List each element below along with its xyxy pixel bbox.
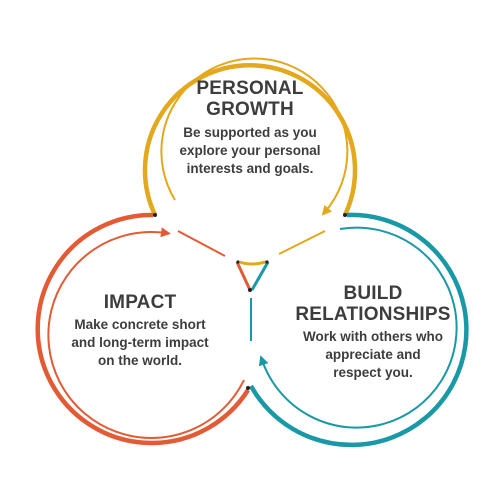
growth-inner-arc (160, 57, 349, 216)
build-title-line2: RELATIONSHIPS (295, 304, 451, 325)
growth-desc-line2: explore your personal (179, 143, 321, 158)
impact-circle (35, 212, 252, 446)
build-title-line1: BUILD (343, 283, 403, 304)
personal-growth-description: Be supported as you explore your persona… (150, 124, 350, 178)
build-relationships-block: BUILD RELATIONSHIPS Work with others who… (268, 283, 478, 382)
personal-growth-title: PERSONAL GROWTH (150, 78, 350, 120)
growth-connector (278, 230, 326, 255)
build-inner-arc (258, 226, 458, 429)
build-center-arc (250, 261, 270, 291)
joint-marks (153, 213, 347, 390)
impact-center-arc (235, 261, 252, 291)
build-relationships-title: BUILD RELATIONSHIPS (268, 283, 478, 325)
growth-title-line1: PERSONAL (196, 78, 304, 99)
impact-description: Make concrete short and long-term impact… (40, 316, 240, 370)
build-desc-line3: respect you. (333, 365, 413, 380)
impact-title: IMPACT (103, 292, 177, 313)
impact-desc-line2: and long-term impact (71, 335, 209, 350)
impact-connector (177, 230, 226, 257)
growth-desc-line3: interests and goals. (186, 161, 314, 176)
growth-center-arc (239, 260, 267, 266)
impact-desc-line3: on the world. (98, 353, 182, 368)
build-relationships-description: Work with others who appreciate and resp… (268, 328, 478, 382)
impact-desc-line1: Make concrete short (74, 317, 206, 332)
personal-growth-block: PERSONAL GROWTH Be supported as you expl… (150, 78, 350, 178)
impact-block: IMPACT Make concrete short and long-term… (40, 292, 240, 370)
impact-outer-arc (35, 212, 250, 446)
build-circle (249, 212, 469, 448)
build-desc-line1: Work with others who (302, 329, 443, 344)
growth-title-line2: GROWTH (206, 99, 294, 120)
growth-desc-line1: Be supported as you (183, 125, 317, 140)
growth-circle (142, 57, 358, 266)
impact-inner-arc (47, 227, 245, 439)
build-outer-arc (249, 212, 469, 448)
build-desc-line2: appreciate and (325, 347, 421, 362)
growth-outer-arc (142, 63, 358, 216)
